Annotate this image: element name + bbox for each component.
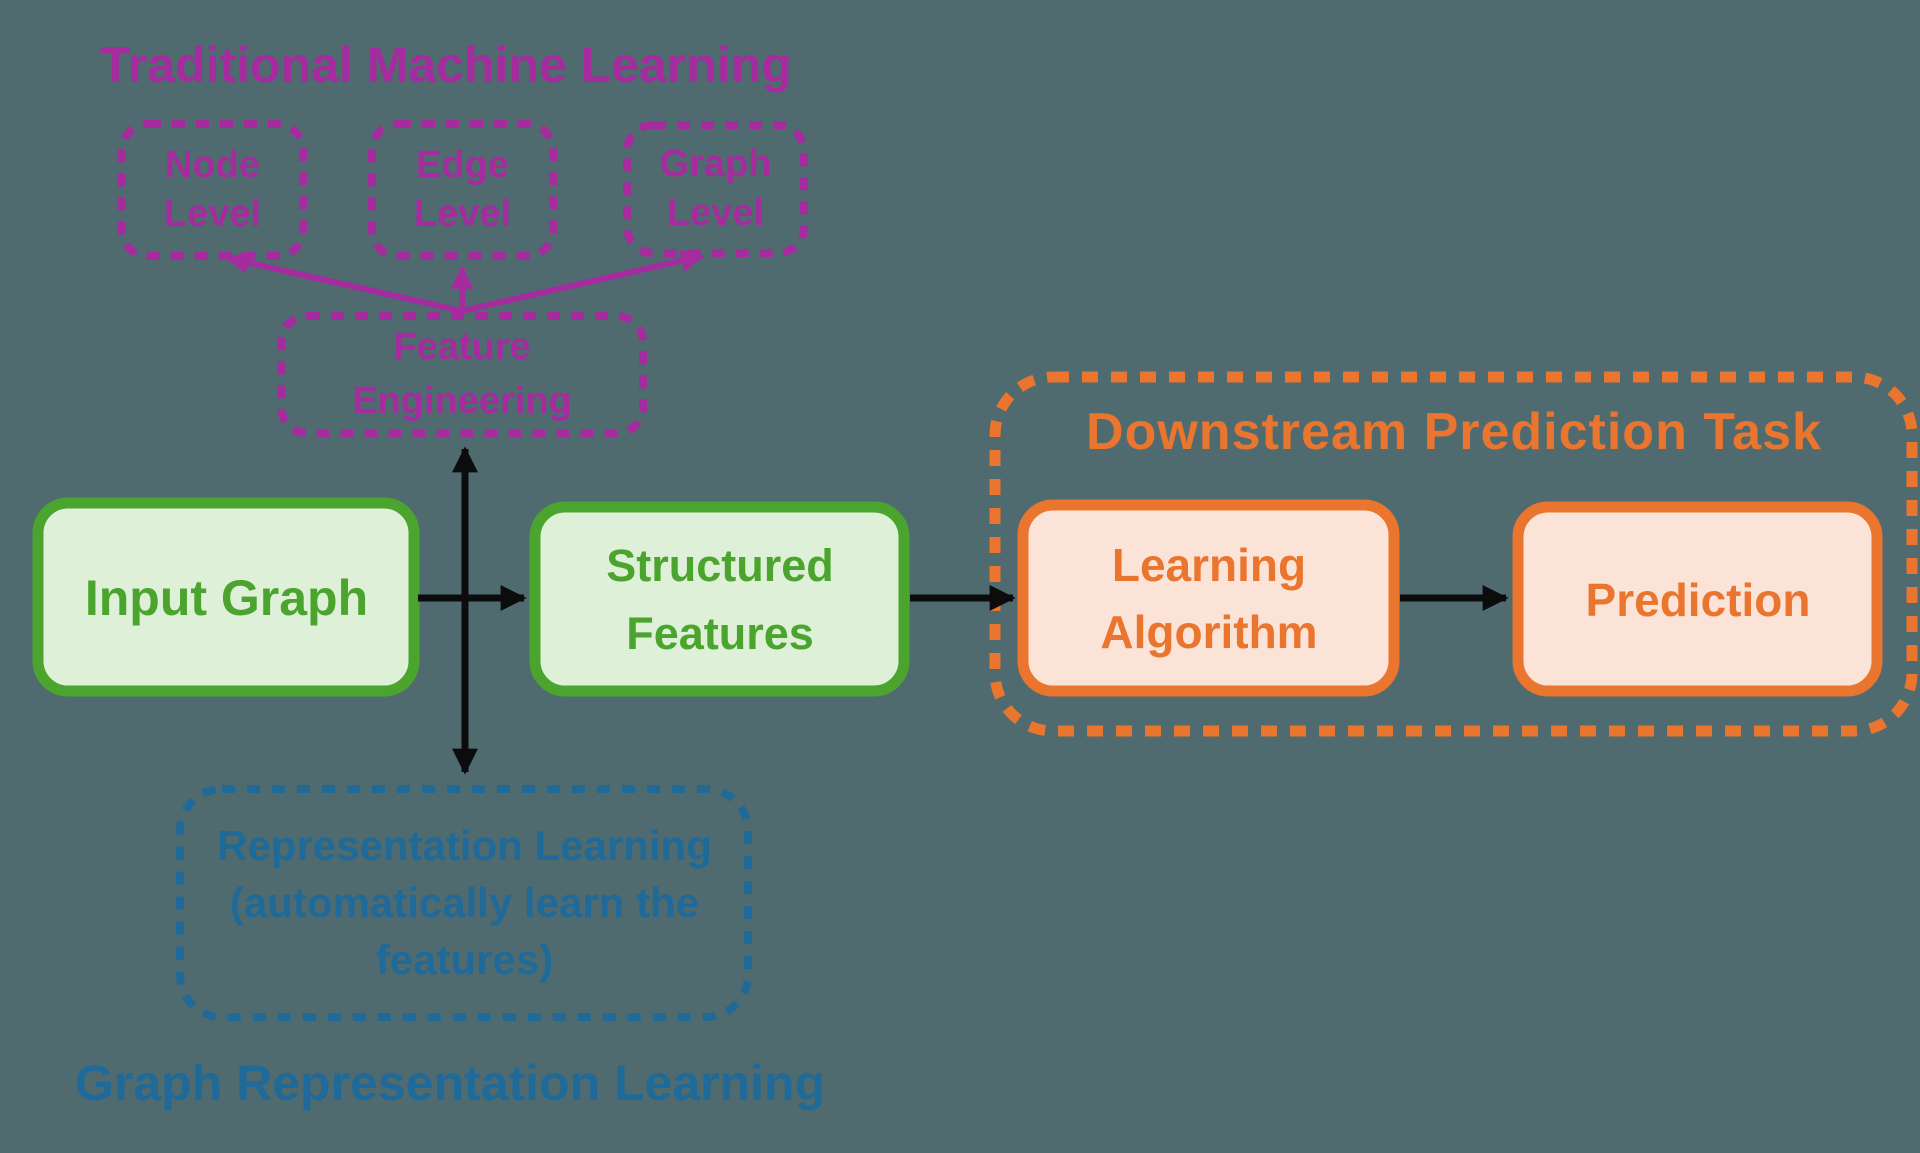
learning-algorithm-box	[1017, 499, 1400, 697]
node-level-box	[118, 120, 307, 260]
downstream-task-title: Downstream Prediction Task	[1086, 403, 1822, 461]
feature-engineering-box	[277, 312, 647, 437]
edge-level-box	[368, 120, 557, 260]
representation-learning-box	[176, 785, 752, 1021]
arrow-fe-to-graph-level	[461, 249, 705, 314]
arrow-fe-to-node-level	[225, 251, 463, 314]
graph-representation-learning-title: Graph Representation Learning	[75, 1055, 826, 1111]
prediction-box	[1512, 501, 1883, 697]
input-graph-box	[32, 497, 420, 697]
structured-features-box	[529, 501, 910, 697]
traditional-ml-title: Traditional Machine Learning	[100, 37, 792, 93]
graph-level-box	[623, 121, 808, 257]
